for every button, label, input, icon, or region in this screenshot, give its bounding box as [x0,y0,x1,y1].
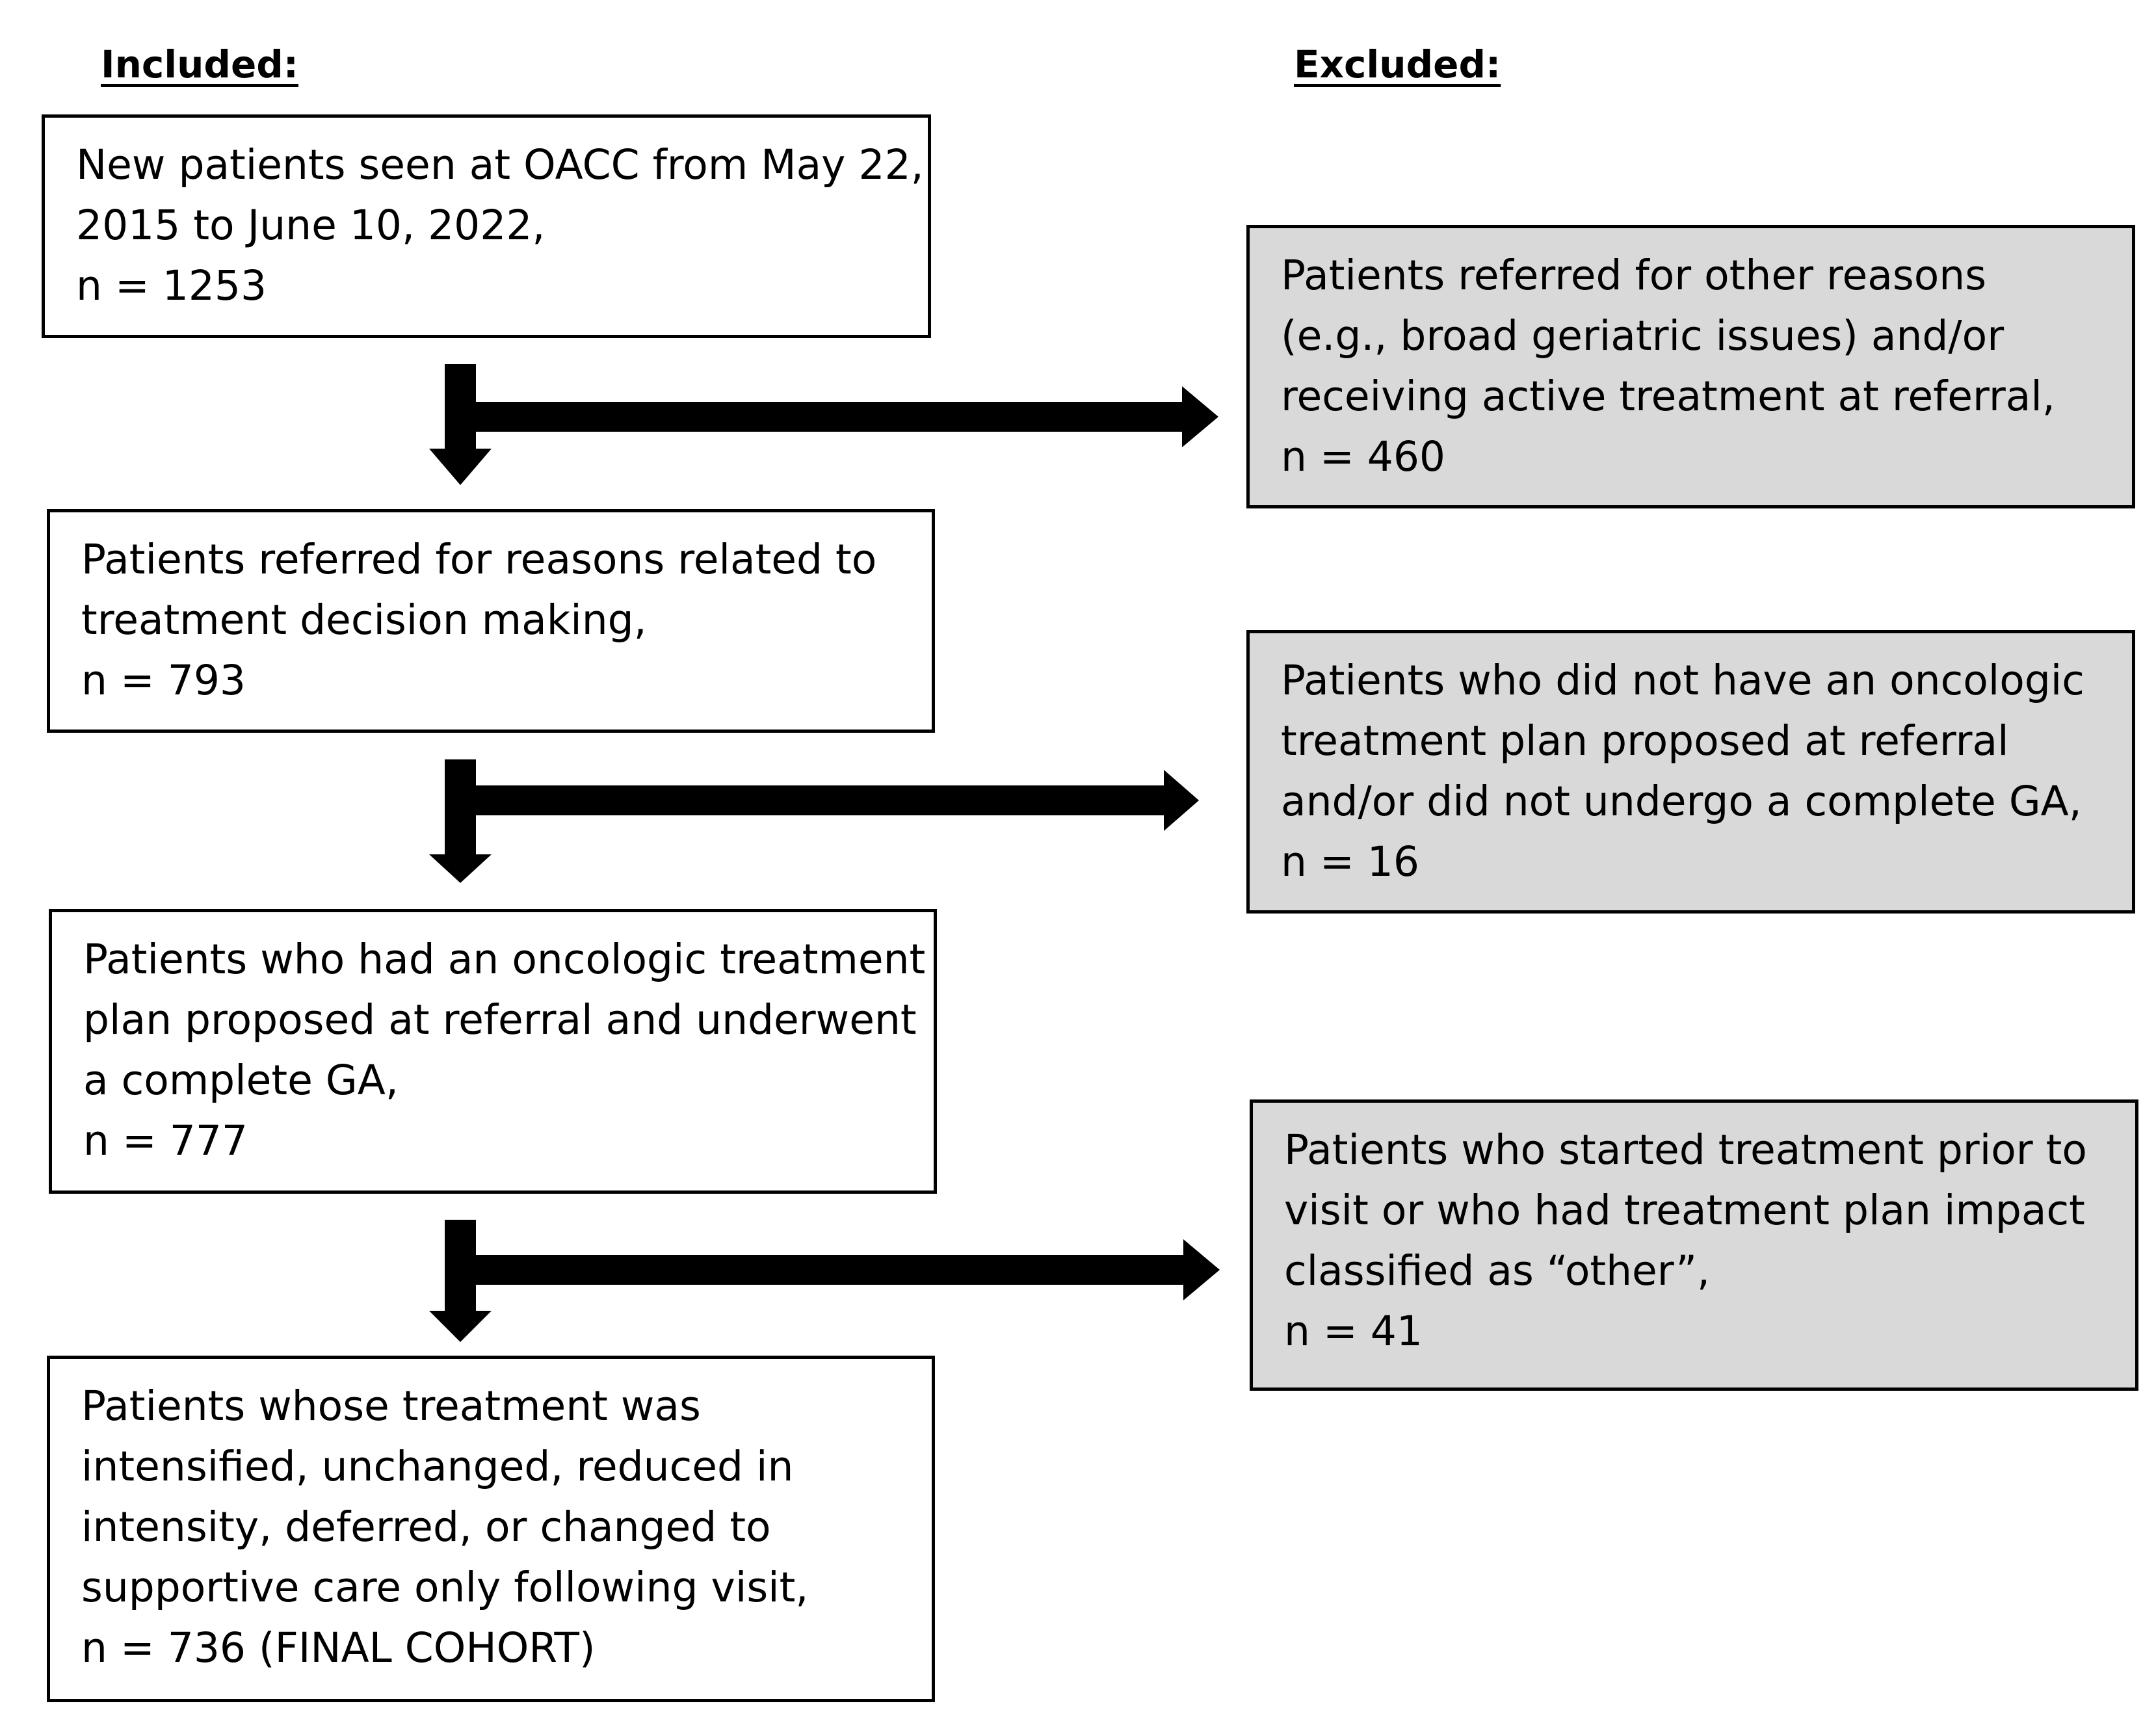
box-text-line: intensified, unchanged, reduced in [81,1443,794,1490]
box-text-line: Patients who had an oncologic treatment [83,936,926,983]
box-text-line: a complete GA, [83,1057,399,1104]
down-arrow-shaft [445,364,476,449]
box-text-line: treatment plan proposed at referral [1281,717,2009,765]
arrow-group-2 [429,759,1199,883]
box-text-line: Patients who did not have an oncologic [1281,657,2084,704]
box-text-line: (e.g., broad geriatric issues) and/or [1281,312,2005,360]
box-text-line: receiving active treatment at referral, [1281,373,2055,420]
down-arrow-head [429,1311,492,1342]
box-text-line: New patients seen at OACC from May 22, [76,141,924,189]
box-text-line: plan proposed at referral and underwent [83,996,917,1044]
excluded-box-no-plan-or-ga: Patients who did not have an oncologic t… [1246,630,2135,914]
box-text-line: Patients referred for other reasons [1281,252,1987,299]
box-text-line: classified as “other”, [1284,1247,1711,1295]
down-arrow-shaft [445,759,476,854]
included-box-final-cohort: Patients whose treatment was intensified… [47,1356,935,1702]
down-arrow-head [429,854,492,883]
box-text-line: visit or who had treatment plan impact [1284,1187,2085,1234]
down-arrow-head [429,449,492,485]
arrow-group-1 [429,364,1218,485]
box-text-line: supportive care only following visit, [81,1564,809,1611]
box-text-line: n = 1253 [76,262,267,309]
included-box-complete-ga: Patients who had an oncologic treatment … [49,909,937,1194]
excluded-heading: Excluded: [1294,42,1501,86]
right-arrow-shaft [476,1255,1185,1285]
excluded-box-other-reasons: Patients referred for other reasons (e.g… [1246,225,2135,508]
included-box-treatment-decision: Patients referred for reasons related to… [47,509,935,733]
box-text-line: n = 460 [1281,433,1446,480]
box-text-line: n = 777 [83,1117,248,1164]
box-text-line: Patients who started treatment prior to [1284,1126,2087,1174]
box-text-line: Patients whose treatment was [81,1382,701,1430]
box-text-line: 2015 to June 10, 2022, [76,202,546,249]
box-text-line: intensity, deferred, or changed to [81,1503,771,1551]
down-arrow-shaft [445,1220,476,1311]
box-text-line: treatment decision making, [81,596,647,644]
right-arrow-head [1164,770,1199,831]
included-box-new-patients: New patients seen at OACC from May 22, 2… [42,114,931,338]
right-arrow-shaft [476,402,1183,432]
excluded-box-started-treatment: Patients who started treatment prior to … [1250,1099,2138,1391]
box-text-line: n = 16 [1281,838,1419,886]
box-text-line: Patients referred for reasons related to [81,536,877,583]
right-arrow-head [1183,1239,1220,1300]
arrow-group-3 [429,1220,1220,1342]
box-text-line: n = 793 [81,657,246,704]
box-text-line: n = 41 [1284,1308,1423,1355]
box-text-line: and/or did not undergo a complete GA, [1281,778,2082,825]
included-heading: Included: [101,42,298,86]
box-text-line: n = 736 (FINAL COHORT) [81,1624,596,1672]
right-arrow-head [1182,386,1218,447]
right-arrow-shaft [476,785,1165,815]
